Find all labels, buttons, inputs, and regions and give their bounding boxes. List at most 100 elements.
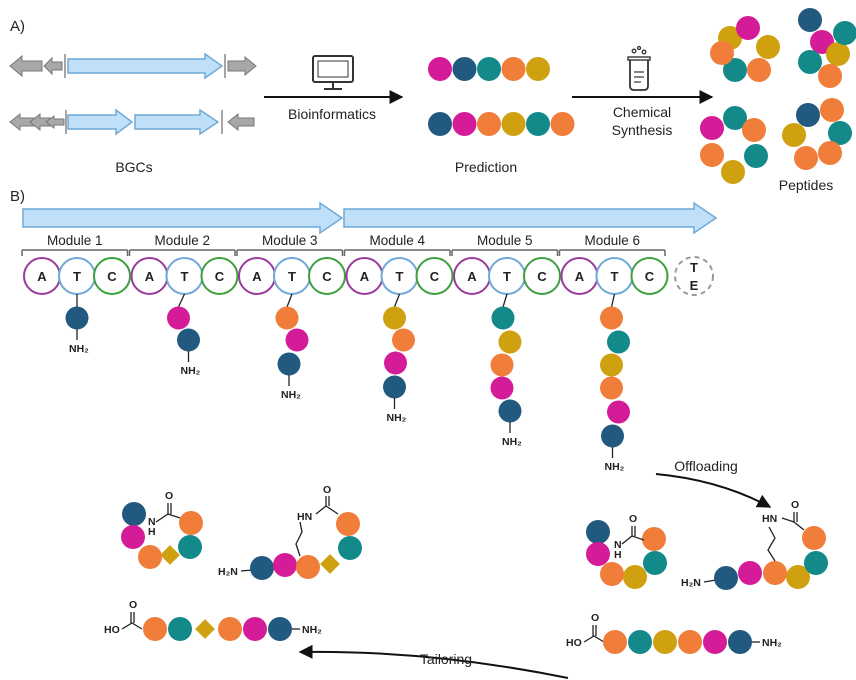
residue-orange bbox=[820, 98, 844, 122]
domain-c-module-2 bbox=[200, 257, 239, 295]
residue-navy bbox=[798, 8, 822, 32]
residue-navy bbox=[452, 57, 477, 81]
residue-navy bbox=[796, 103, 820, 127]
nh-label: N bbox=[614, 539, 622, 551]
domain-letter: A bbox=[467, 269, 477, 284]
residue-gold bbox=[498, 330, 522, 354]
residue-magenta bbox=[167, 306, 190, 330]
residue-magenta bbox=[285, 328, 309, 352]
residue-teal bbox=[491, 306, 515, 330]
residue-gold bbox=[600, 353, 623, 377]
nh-label: N bbox=[148, 516, 156, 528]
residue-gold bbox=[501, 112, 526, 136]
residue-orange bbox=[700, 143, 724, 167]
residue-navy bbox=[268, 617, 292, 641]
residue-teal bbox=[723, 58, 747, 82]
residue-orange bbox=[501, 57, 526, 81]
residue-magenta bbox=[384, 351, 407, 375]
residue-orange bbox=[296, 555, 320, 579]
ho-label: HO bbox=[104, 624, 120, 636]
residue-orange bbox=[818, 141, 842, 165]
nh2-label: NH₂ bbox=[281, 389, 301, 401]
residue-orange bbox=[600, 376, 623, 400]
residue-gold bbox=[623, 565, 647, 589]
residue-magenta bbox=[700, 116, 724, 140]
gene-arrow-forward bbox=[67, 52, 224, 80]
residue-teal bbox=[828, 121, 852, 145]
residue-orange bbox=[742, 118, 766, 142]
te-letter-t: T bbox=[690, 260, 698, 275]
nh2-label: NH₂ bbox=[762, 637, 782, 649]
domain-letter: T bbox=[181, 269, 189, 284]
residue-orange bbox=[336, 512, 360, 536]
prediction-label: Prediction bbox=[455, 159, 517, 175]
residue-orange bbox=[138, 545, 162, 569]
computer-monitor-icon bbox=[312, 55, 354, 90]
residue-magenta bbox=[452, 112, 477, 136]
residue-magenta bbox=[738, 561, 762, 585]
bgcs-label: BGCs bbox=[115, 159, 152, 175]
domain-letter: T bbox=[73, 269, 81, 284]
residue-magenta bbox=[490, 376, 514, 400]
domain-letter: C bbox=[537, 269, 547, 284]
residue-teal bbox=[804, 551, 828, 575]
gene-arrow-reverse bbox=[9, 54, 43, 78]
residue-orange bbox=[710, 41, 734, 65]
domain-letter: C bbox=[645, 269, 655, 284]
residue-magenta bbox=[703, 630, 727, 654]
offloading-arrow bbox=[655, 473, 772, 508]
tailored-cyclic-lactam: N H O bbox=[121, 490, 203, 569]
residue-navy bbox=[250, 556, 274, 580]
offloaded-cyclic-lactam: N H O bbox=[586, 513, 667, 589]
carbonyl-o-label: O bbox=[129, 599, 137, 611]
domain-letter: C bbox=[322, 269, 332, 284]
tailored-linear-acid: HO O NH₂ bbox=[104, 599, 322, 641]
tailored-branched-lactam: H₂N HN O bbox=[218, 484, 362, 580]
residue-teal bbox=[628, 630, 652, 654]
residue-orange bbox=[179, 511, 203, 535]
ho-label: HO bbox=[566, 637, 582, 649]
module-label-1: Module 1 bbox=[47, 233, 103, 248]
residue-gold bbox=[526, 57, 550, 81]
gene-arrow-forward bbox=[134, 108, 220, 136]
residue-gold-diamond bbox=[160, 545, 180, 565]
residue-orange bbox=[490, 353, 514, 377]
nh2-label: NH₂ bbox=[69, 343, 89, 355]
nh-label-h: H bbox=[614, 549, 622, 561]
tailoring-label: Tailoring bbox=[420, 651, 472, 667]
carbonyl-o-label: O bbox=[323, 484, 331, 496]
domain-letter: C bbox=[430, 269, 440, 284]
nh-label-h: H bbox=[148, 526, 156, 538]
domain-c-module-6 bbox=[630, 257, 669, 295]
domain-c-module-5 bbox=[523, 257, 561, 295]
nh2-label: H₂N bbox=[218, 566, 238, 578]
synthesis-label-line1: Chemical bbox=[613, 104, 671, 120]
hn-label: HN bbox=[297, 511, 312, 523]
residue-navy bbox=[383, 375, 406, 399]
residue-navy bbox=[122, 502, 146, 526]
gene-arrow-reverse bbox=[45, 115, 65, 129]
nh2-label: NH₂ bbox=[502, 436, 522, 448]
residue-orange bbox=[794, 146, 818, 170]
residue-orange bbox=[143, 617, 167, 641]
carbonyl-o-label: O bbox=[165, 490, 173, 502]
domain-letter: T bbox=[396, 269, 404, 284]
domain-c-module-3 bbox=[308, 257, 346, 295]
gene-arrow-reverse bbox=[227, 112, 255, 132]
residue-magenta bbox=[736, 16, 760, 40]
gene-arrow-reverse bbox=[43, 56, 63, 76]
residue-teal bbox=[643, 551, 667, 575]
tailoring-arrow bbox=[298, 644, 569, 679]
carbonyl-o-label: O bbox=[629, 513, 637, 525]
residue-orange bbox=[818, 64, 842, 88]
panel-a-label: A) bbox=[10, 18, 25, 35]
residue-orange bbox=[600, 562, 624, 586]
module-label-4: Module 4 bbox=[369, 233, 425, 248]
nh2-label: H₂N bbox=[681, 577, 701, 589]
residue-teal bbox=[833, 21, 856, 45]
bgc-cluster-2 bbox=[9, 108, 255, 136]
residue-navy bbox=[601, 424, 624, 448]
offloaded-branched-lactam: H₂N HN O bbox=[681, 499, 828, 590]
